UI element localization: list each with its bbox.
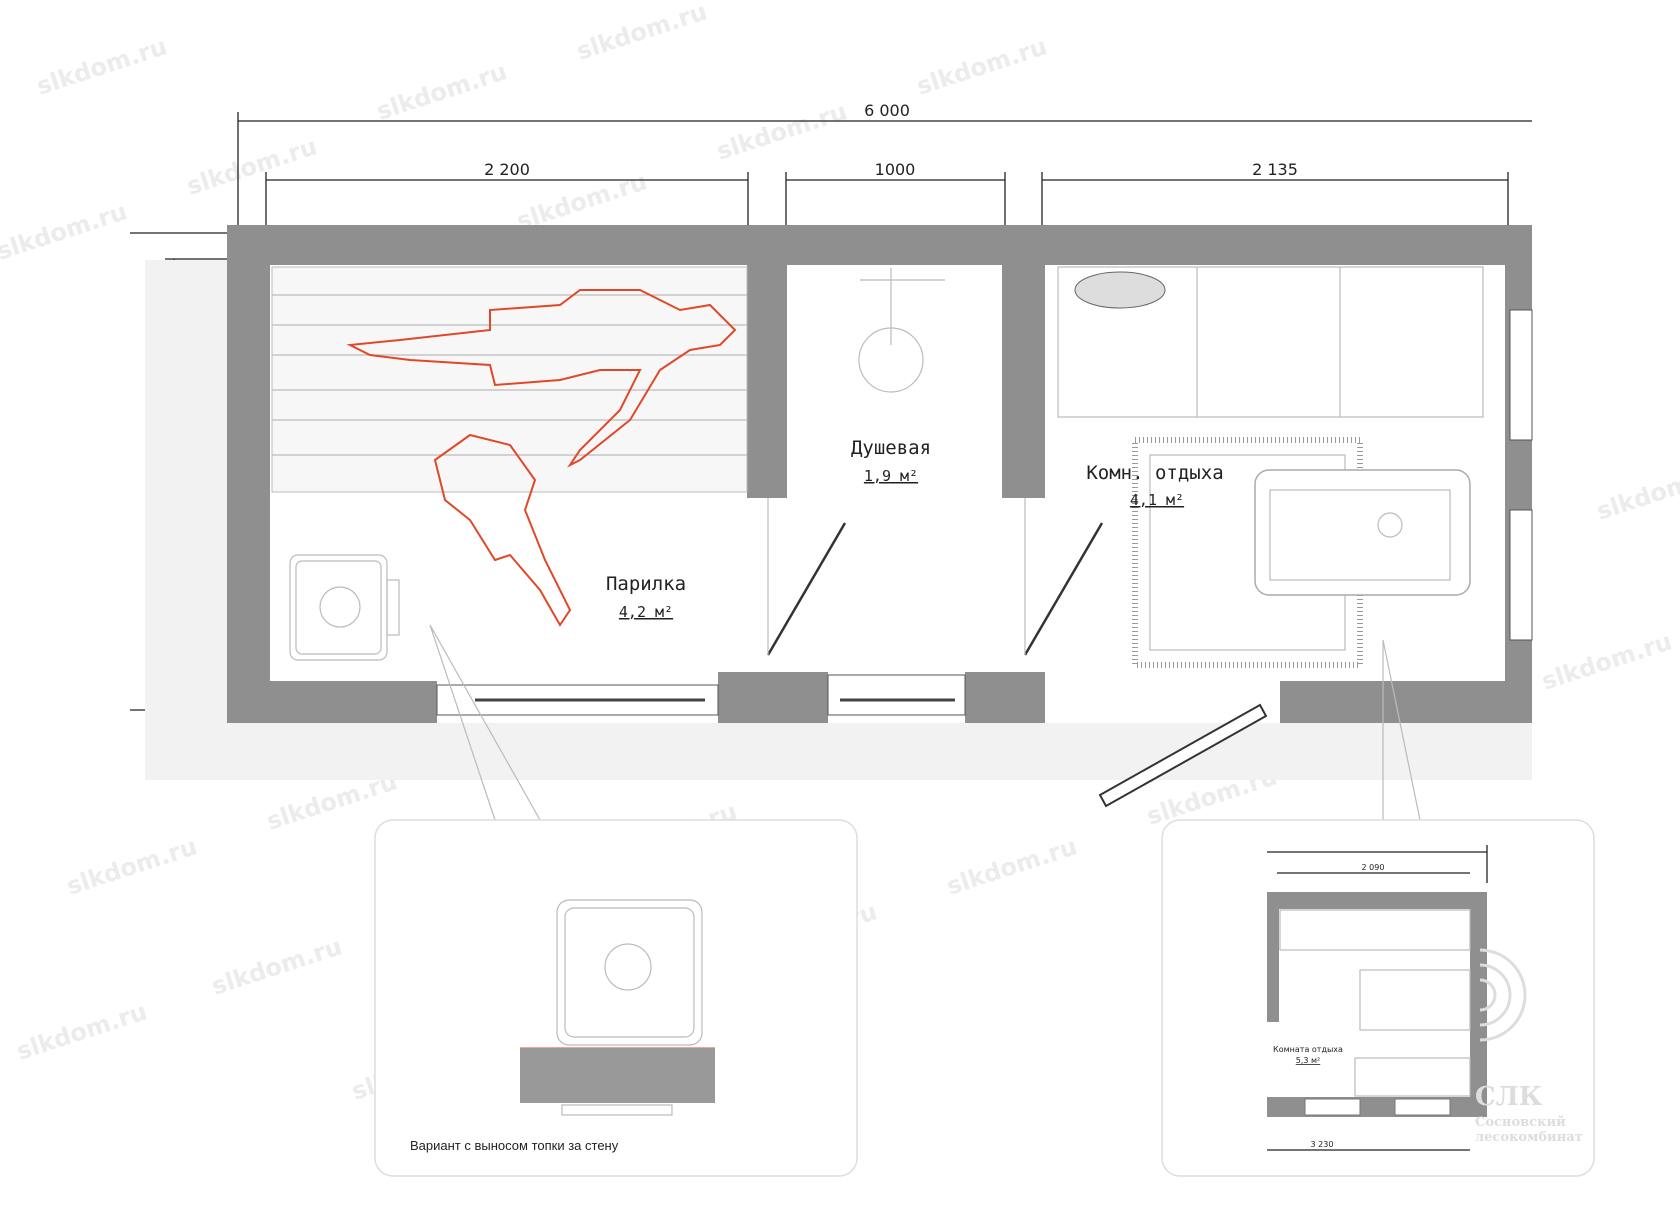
company-logo: СЛК Сосновский лесокомбинат	[1475, 948, 1583, 1145]
svg-text:Парилка: Парилка	[606, 573, 686, 595]
table-icon	[1254, 469, 1471, 596]
svg-text:slkdom.ru: slkdom.ru	[208, 932, 345, 1000]
svg-text:slkdom.ru: slkdom.ru	[713, 97, 850, 165]
stove-icon	[289, 554, 400, 661]
dim-rest-room: 2 135	[1252, 160, 1298, 179]
svg-text:slkdom.ru: slkdom.ru	[573, 0, 710, 66]
inset-caption: Вариант с выносом топки за стену	[410, 1138, 619, 1153]
svg-text:slkdom.ru: slkdom.ru	[33, 32, 170, 100]
svg-text:slkdom.ru: slkdom.ru	[373, 57, 510, 125]
svg-text:slkdom.ru: slkdom.ru	[63, 832, 200, 900]
svg-text:slkdom.ru: slkdom.ru	[1538, 627, 1675, 695]
sauna-bench	[271, 266, 748, 493]
svg-text:СЛК: СЛК	[1475, 1082, 1543, 1112]
svg-text:slkdom.ru: slkdom.ru	[0, 197, 130, 265]
inset-rest-room-variant: 2 090 Комната отдыха 5,3 м² 3 230 СЛК Со…	[1161, 819, 1595, 1177]
svg-text:2 090: 2 090	[1362, 863, 1385, 872]
sofa-icon	[1057, 266, 1484, 418]
room-steam: Парилка 4,2 м²	[606, 573, 686, 621]
svg-text:Сосновский: Сосновский	[1475, 1115, 1566, 1130]
doors	[766, 498, 1268, 808]
svg-text:slkdom.ru: slkdom.ru	[913, 32, 1050, 100]
svg-text:лесокомбинат: лесокомбинат	[1475, 1130, 1583, 1145]
shower-icon	[858, 268, 945, 393]
svg-text:4,1 м²: 4,1 м²	[1130, 491, 1184, 509]
svg-text:5,3 м²: 5,3 м²	[1296, 1056, 1321, 1065]
dim-total-width: 6 000	[864, 101, 910, 120]
room-rest: Комн. отдыха 4,1 м²	[1086, 462, 1223, 509]
svg-text:Душевая: Душевая	[851, 437, 931, 459]
svg-text:slkdom.ru: slkdom.ru	[13, 997, 150, 1065]
svg-text:slkdom.ru: slkdom.ru	[943, 832, 1080, 900]
dim-steam-room: 2 200	[484, 160, 530, 179]
svg-text:Комн. отдыха: Комн. отдыха	[1086, 462, 1223, 484]
svg-text:Комната отдыха: Комната отдыха	[1273, 1045, 1343, 1054]
svg-text:slkdom.ru: slkdom.ru	[183, 132, 320, 200]
svg-text:1,9 м²: 1,9 м²	[864, 467, 918, 485]
room-shower: Душевая 1,9 м²	[851, 437, 931, 485]
svg-text:slkdom.ru: slkdom.ru	[1593, 457, 1680, 525]
svg-text:3 230: 3 230	[1311, 1140, 1334, 1149]
svg-text:4,2 м²: 4,2 м²	[619, 603, 673, 621]
windows	[436, 309, 1533, 716]
person-lying-icon	[346, 289, 737, 627]
walls	[227, 225, 1532, 723]
dim-shower: 1000	[875, 160, 916, 179]
inset-stove-variant: Вариант с выносом топки за стену	[374, 819, 858, 1177]
